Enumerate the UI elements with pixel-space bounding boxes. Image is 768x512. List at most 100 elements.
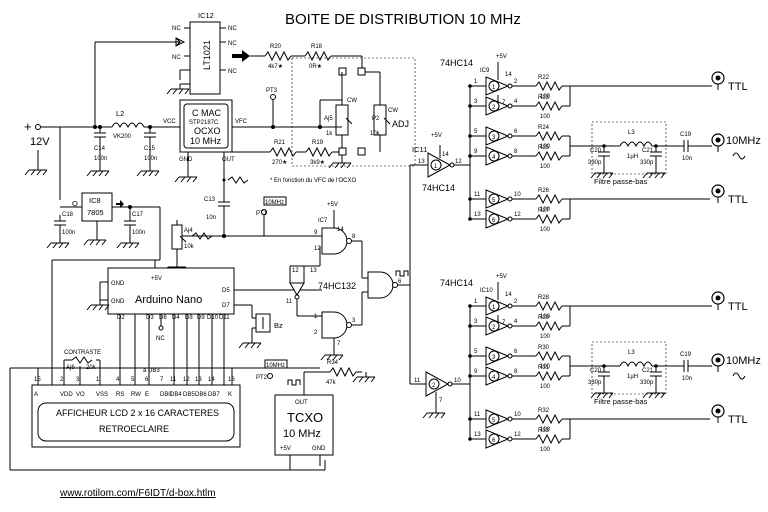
gate-out-pin: 4 xyxy=(514,319,518,325)
resistor-label: R25 xyxy=(538,145,550,151)
channel-p14: 14 xyxy=(505,292,512,298)
filter-cap-label: C20 xyxy=(590,368,602,374)
gate-out-pin: 2 xyxy=(514,79,518,85)
resistor-value: 100 xyxy=(540,364,551,370)
gate-in-pin: 9 xyxy=(474,369,478,375)
ic11-ref: IC11 xyxy=(412,145,427,154)
ic7-p14: 14 xyxy=(337,227,344,233)
ic12-lt1021: IC12 LT1021 NC NC NC NC NC xyxy=(166,11,250,95)
bz-label: Bz xyxy=(274,321,283,330)
gate-out-pin: 10 xyxy=(514,192,521,198)
power-terminal xyxy=(35,124,41,130)
tcxo-out: OUT xyxy=(295,400,308,406)
pt1-label: PT1 xyxy=(256,211,268,217)
lcd-pinnum-9: 12 xyxy=(183,377,190,383)
channel-plus5: +5V xyxy=(496,54,507,60)
c18-value: 100n xyxy=(62,230,75,236)
l3-value: 1µH xyxy=(627,154,638,160)
channel-part: 74HC14 xyxy=(440,278,473,288)
nand-gate-lower: 1 2 3 7 xyxy=(314,311,356,347)
resistor-label: R30 xyxy=(538,345,550,351)
r19-label: R19 xyxy=(312,140,324,146)
ic7-p2: 2 xyxy=(314,330,318,336)
tcxo-module: OUT TCXO 10 MHz +5V GND xyxy=(274,394,334,456)
filter-label: Filtre passe-bas xyxy=(594,177,648,186)
bnc-ttl-bottom[interactable] xyxy=(711,184,725,204)
r18-value: 0R★ xyxy=(309,63,322,70)
gate-num: 3 xyxy=(492,355,496,361)
resistor-value: 100 xyxy=(540,164,551,170)
ground-ic11 xyxy=(422,407,446,419)
resistor-R22 xyxy=(535,80,563,92)
ic8-part: 7805 xyxy=(87,208,104,217)
gate-in-pin: 13 xyxy=(474,212,481,218)
power-volts: 12V xyxy=(30,136,50,148)
aj4-value: 10k xyxy=(184,244,195,250)
filter-cap-label: C20 xyxy=(590,148,602,154)
resistor-label: R26 xyxy=(538,188,550,194)
ic12-nc-4: NC xyxy=(172,55,181,61)
pt2-label: PT2 xyxy=(256,375,268,381)
resistor-r34: R34 47k xyxy=(326,360,357,386)
footnote: * En fonction du VFC de l'OCXO xyxy=(270,178,357,184)
arduino-label: Arduino Nano xyxy=(135,294,202,306)
arduino-d11: D11 xyxy=(219,315,230,321)
r34-label: R34 xyxy=(327,360,339,366)
bnc-10mhz[interactable] xyxy=(711,353,725,373)
bnc-ttl-top[interactable] xyxy=(711,71,725,91)
arduino-d6: D6 xyxy=(159,315,167,321)
gate-out-pin: 6 xyxy=(514,129,518,135)
gate-out-pin: 12 xyxy=(514,432,521,438)
arduino-gnd2: GND xyxy=(111,299,125,305)
c19-label: C19 xyxy=(680,352,692,358)
lcd-line2: RETROECLAIRE xyxy=(99,424,169,434)
r34-value: 47k xyxy=(326,380,337,386)
p2-value: 10k xyxy=(370,131,381,137)
lcd-pinnum-10: 13 xyxy=(195,377,202,383)
resistor-value: 100 xyxy=(540,144,551,150)
bnc-ttl-top[interactable] xyxy=(711,291,725,311)
ttl-bottom-label: TTL xyxy=(728,194,748,206)
ic11-g1: 1 xyxy=(434,164,438,170)
lcd-pin-3: VSS xyxy=(96,392,108,398)
bnc-10mhz[interactable] xyxy=(711,133,725,153)
power-plus: + xyxy=(24,119,32,134)
ic8-ref: IC8 xyxy=(89,196,101,205)
gate-num: 1 xyxy=(492,85,496,91)
resistor-value: 100 xyxy=(540,334,551,340)
lcd-pin-8: DB4 xyxy=(170,392,182,398)
resistor-label: R31 xyxy=(538,365,550,371)
filter-box xyxy=(591,121,667,175)
resistor-label: R29 xyxy=(538,315,550,321)
ic11-p10: 10 xyxy=(454,378,461,384)
filter-cap-value: 330p xyxy=(640,160,654,166)
arduino-plus5: +5V xyxy=(151,276,162,282)
gate-num: 2 xyxy=(492,105,496,111)
gate-out-pin: 10 xyxy=(514,412,521,418)
capacitor-c17 xyxy=(116,214,140,249)
channel-p7: 7 xyxy=(502,320,506,326)
ic11-p12: 12 xyxy=(455,159,462,165)
lcd-pin-labels: A15VDD2VO3VSS1RS4RW5E6DB07DB411DB512DB61… xyxy=(34,377,235,398)
ic12-nc-2: NC xyxy=(228,26,237,32)
gate-out-pin: 6 xyxy=(514,349,518,355)
resistor-label: R24 xyxy=(538,125,550,131)
ic11-p11: 11 xyxy=(414,378,421,384)
lcd-pinnum-2: 3 xyxy=(76,377,80,383)
ic7-p7: 7 xyxy=(337,341,341,347)
lcd-pinnum-3: 1 xyxy=(96,377,100,383)
lcd-pin-6: E xyxy=(145,392,149,398)
ocxo-line4: 10 MHz xyxy=(190,136,222,146)
channel-part: 74HC14 xyxy=(440,58,473,68)
tcxo-line2: 10 MHz xyxy=(283,428,321,440)
resistor-r19: R19 3k9★ xyxy=(305,140,333,166)
q-label: Q xyxy=(72,199,78,208)
bnc-ttl-bottom[interactable] xyxy=(711,404,725,424)
capacitor-c13 xyxy=(217,195,231,213)
ic7-p9: 9 xyxy=(314,230,318,236)
lcd-pinnum-8: 11 xyxy=(170,377,177,383)
resistor-R26 xyxy=(535,193,563,205)
ocxo-module: C MAC STP2187C OCXO 10 MHz VCC VFC GND O… xyxy=(163,99,248,163)
footer-url[interactable]: www.rotilom.com/F6IDT/d-box.htlm xyxy=(59,488,216,499)
